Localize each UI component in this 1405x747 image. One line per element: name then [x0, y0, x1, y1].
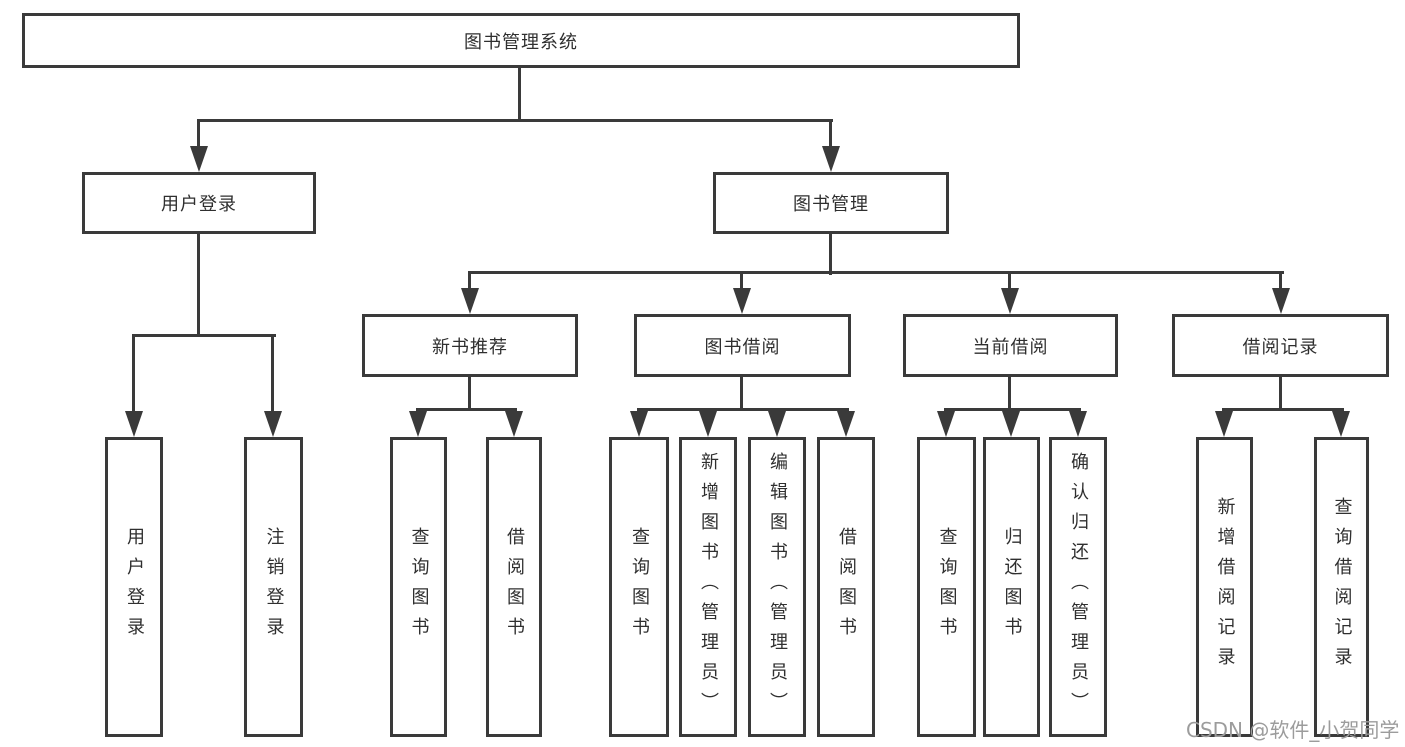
connector-new-book-recommend-trunk — [468, 377, 471, 411]
leaf-user-login-label: 用户登录 — [124, 527, 145, 647]
connector-current-borrow-crossbar — [944, 408, 1081, 411]
leaf-borrow-books-1: 借阅图书 — [486, 437, 542, 737]
leaf-edit-book-label: 编辑图书（管理员） — [767, 452, 788, 722]
leaf-query-books-1-label: 查询图书 — [408, 527, 430, 647]
leaf-confirm-return: 确认归还（管理员） — [1049, 437, 1107, 737]
connector-book-management-trunk — [829, 234, 832, 275]
arrowhead-leaf-return-book — [1002, 411, 1020, 437]
leaf-query-books-2: 查询图书 — [609, 437, 669, 737]
node-new-book-recommend: 新书推荐 — [362, 314, 578, 377]
connector-stem-new-book-recommend — [468, 273, 471, 291]
connector-root-trunk — [518, 68, 521, 122]
connector-stem-borrow-records — [1279, 273, 1282, 291]
leaf-return-book: 归还图书 — [983, 437, 1040, 737]
connector-stem-current-borrow — [1008, 273, 1011, 291]
arrowhead-new-book-recommend — [461, 288, 479, 314]
connector-book-management-crossbar — [468, 271, 1284, 274]
arrowhead-leaf-confirm-return — [1069, 411, 1087, 437]
connector-stem-leaf-logout — [271, 336, 274, 414]
leaf-query-books-2-label: 查询图书 — [629, 527, 650, 647]
arrowhead-leaf-borrow-books-2 — [837, 411, 855, 437]
arrowhead-leaf-query-books-1 — [409, 411, 427, 437]
leaf-borrow-books-2: 借阅图书 — [817, 437, 875, 737]
leaf-add-record: 新增借阅记录 — [1196, 437, 1253, 737]
node-root: 图书管理系统 — [22, 13, 1020, 68]
leaf-query-record: 查询借阅记录 — [1314, 437, 1369, 737]
leaf-logout: 注销登录 — [244, 437, 303, 737]
leaf-confirm-return-label: 确认归还（管理员） — [1068, 452, 1089, 722]
node-user-login-label: 用户登录 — [161, 194, 237, 215]
arrowhead-leaf-add-record — [1215, 411, 1233, 437]
leaf-edit-book: 编辑图书（管理员） — [748, 437, 806, 737]
node-new-book-recommend-label: 新书推荐 — [432, 336, 508, 358]
connector-user-login-crossbar — [132, 334, 276, 337]
leaf-borrow-books-1-label: 借阅图书 — [504, 527, 525, 647]
node-book-borrow-label: 图书借阅 — [704, 336, 781, 358]
arrowhead-borrow-records — [1272, 288, 1290, 314]
leaf-add-book: 新增图书（管理员） — [679, 437, 737, 737]
node-book-management: 图书管理 — [713, 172, 949, 234]
csdn-watermark: CSDN @软件_小贺同学 — [1186, 718, 1400, 742]
connector-stem-book-borrow — [740, 273, 743, 291]
arrowhead-user-login — [190, 146, 208, 172]
node-borrow-records-label: 借阅记录 — [1242, 336, 1319, 358]
arrowhead-leaf-borrow-books-1 — [505, 411, 523, 437]
connector-user-login-trunk — [197, 234, 200, 337]
connector-borrow-records-crossbar — [1222, 408, 1344, 411]
connector-root-crossbar — [197, 119, 833, 122]
node-book-management-label: 图书管理 — [793, 194, 869, 215]
connector-book-borrow-trunk — [740, 377, 743, 411]
arrowhead-leaf-query-record — [1332, 411, 1350, 437]
arrowhead-leaf-add-book — [699, 411, 717, 437]
leaf-query-record-label: 查询借阅记录 — [1331, 497, 1353, 677]
leaf-borrow-books-2-label: 借阅图书 — [836, 527, 857, 647]
node-root-label: 图书管理系统 — [464, 31, 578, 53]
leaf-query-books-3-label: 查询图书 — [936, 527, 958, 647]
arrowhead-leaf-user-login — [125, 411, 143, 437]
arrowhead-leaf-query-books-2 — [630, 411, 648, 437]
arrowhead-book-borrow — [733, 288, 751, 314]
connector-stem-book-management — [829, 121, 832, 149]
arrowhead-leaf-logout — [264, 411, 282, 437]
node-current-borrow: 当前借阅 — [903, 314, 1118, 377]
connector-stem-leaf-user-login — [132, 336, 135, 414]
node-borrow-records: 借阅记录 — [1172, 314, 1389, 377]
arrowhead-current-borrow — [1001, 288, 1019, 314]
arrowhead-leaf-edit-book — [768, 411, 786, 437]
node-user-login: 用户登录 — [82, 172, 316, 234]
node-current-borrow-label: 当前借阅 — [972, 336, 1049, 358]
connector-stem-user-login — [197, 121, 200, 149]
connector-new-book-recommend-crossbar — [416, 408, 517, 411]
connector-borrow-records-trunk — [1279, 377, 1282, 411]
leaf-user-login: 用户登录 — [105, 437, 163, 737]
connector-current-borrow-trunk — [1008, 377, 1011, 411]
leaf-add-book-label: 新增图书（管理员） — [698, 452, 719, 722]
connector-book-borrow-crossbar — [637, 408, 849, 411]
leaf-logout-label: 注销登录 — [263, 527, 285, 647]
node-book-borrow: 图书借阅 — [634, 314, 851, 377]
leaf-query-books-3: 查询图书 — [917, 437, 976, 737]
leaf-return-book-label: 归还图书 — [1001, 527, 1023, 647]
leaf-query-books-1: 查询图书 — [390, 437, 447, 737]
arrowhead-book-management — [822, 146, 840, 172]
arrowhead-leaf-query-books-3 — [937, 411, 955, 437]
leaf-add-record-label: 新增借阅记录 — [1214, 497, 1236, 677]
